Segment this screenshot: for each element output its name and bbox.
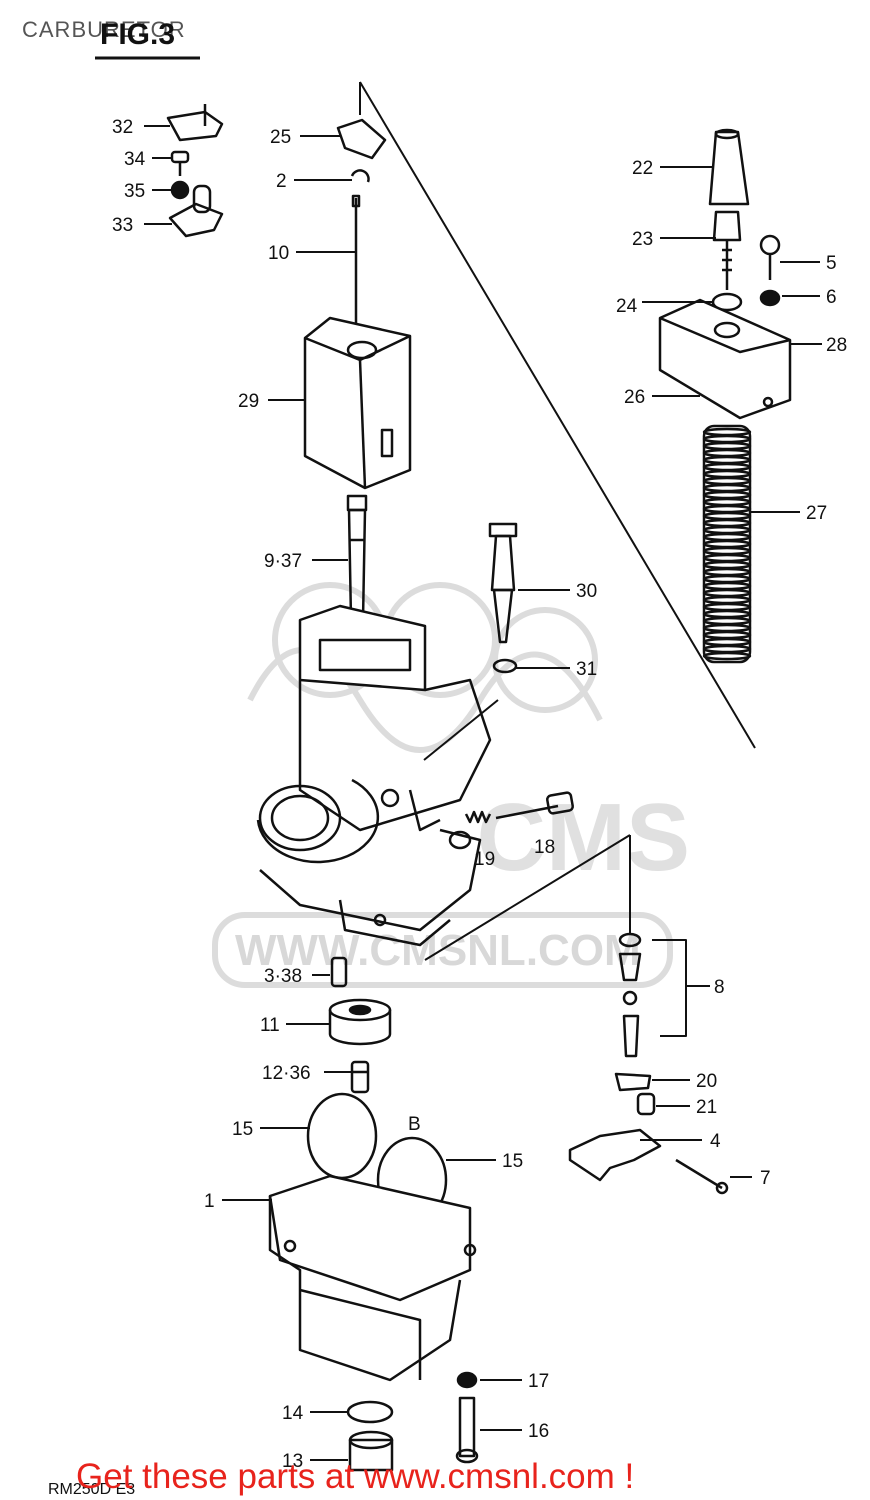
figure-label: FIG.3 (100, 18, 175, 51)
callout-16: 16 (528, 1421, 549, 1442)
spring-coil (702, 448, 752, 458)
callout-5: 5 (826, 253, 837, 274)
spring-coil (702, 511, 752, 521)
spring-coil (702, 427, 752, 437)
callout-14: 14 (282, 1403, 304, 1424)
spring-coil (702, 483, 752, 493)
part-drawings (166, 104, 792, 1472)
spring-coil (702, 462, 752, 472)
spring-coil (702, 602, 752, 612)
spring-coil (702, 518, 752, 528)
callout-31: 31 (576, 659, 597, 680)
page-title: CARBURETOR (22, 17, 186, 42)
spring-coil (702, 623, 752, 633)
spring-coil (702, 630, 752, 640)
callout-22: 22 (632, 158, 653, 179)
callout-3-38: 3·38 (264, 966, 302, 987)
callout-21: 21 (696, 1097, 717, 1118)
callout-19: 19 (474, 849, 495, 870)
callout-7: 7 (760, 1168, 771, 1189)
spring-coil (702, 490, 752, 500)
callout-4: 4 (710, 1131, 721, 1152)
spring-coil (702, 476, 752, 486)
callout-23: 23 (632, 229, 653, 250)
spring-coil (702, 525, 752, 535)
spring-coil (702, 469, 752, 479)
callout-24: 24 (616, 296, 638, 317)
callout-11: 11 (260, 1015, 280, 1036)
spring-coil (702, 553, 752, 563)
callout-12-36: 12·36 (262, 1063, 311, 1084)
spring-coil (702, 532, 752, 542)
callout-35: 35 (124, 181, 145, 202)
callout-17: 17 (528, 1371, 549, 1392)
callout-26: 26 (624, 387, 645, 408)
leader-lines (144, 125, 822, 1461)
callout-1: 1 (204, 1191, 215, 1212)
callout-28: 28 (826, 335, 847, 356)
spring-coil (702, 539, 752, 549)
spring-coil (702, 609, 752, 619)
spring-coil (702, 441, 752, 451)
model-code: RM250D E3 (48, 1481, 135, 1498)
callout-30: 30 (576, 581, 597, 602)
spring-coil (702, 588, 752, 598)
watermark-url: WWW.CMSNL.COM (235, 926, 641, 975)
spring-coil (702, 504, 752, 514)
spring-coil (702, 595, 752, 605)
spring-coil (702, 644, 752, 654)
spring-coil (702, 546, 752, 556)
callout-15-right: 15 (502, 1151, 523, 1172)
callout-32: 32 (112, 117, 133, 138)
spring-27 (702, 424, 752, 664)
spring-coil (702, 455, 752, 465)
callout-15-left: 15 (232, 1119, 253, 1140)
callout-20: 20 (696, 1071, 717, 1092)
spring-coil (702, 616, 752, 626)
spring-coil (702, 651, 752, 661)
divider-lines (359, 81, 756, 961)
spring-coil (702, 574, 752, 584)
callout-18: 18 (534, 837, 555, 858)
cta-link[interactable]: Get these parts at www.cmsnl.com ! (76, 1457, 634, 1496)
callout-25: 25 (270, 127, 291, 148)
callout-33: 33 (112, 215, 133, 236)
callout-8: 8 (714, 977, 725, 998)
callout-b: B (408, 1114, 421, 1135)
spring-coil (702, 567, 752, 577)
callout-34: 34 (124, 149, 146, 170)
spring-coil (702, 560, 752, 570)
callout-6: 6 (826, 287, 837, 308)
spring-coil (702, 581, 752, 591)
callout-9-37: 9·37 (264, 551, 302, 572)
callout-29: 29 (238, 391, 259, 412)
spring-coil (702, 637, 752, 647)
watermark-logo-text: CMS (477, 784, 690, 891)
callout-2: 2 (276, 171, 287, 192)
callout-13: 13 (282, 1451, 303, 1472)
spring-coil (702, 434, 752, 444)
spring-coil (702, 497, 752, 507)
callout-27: 27 (806, 503, 827, 524)
callout-10: 10 (268, 243, 289, 264)
